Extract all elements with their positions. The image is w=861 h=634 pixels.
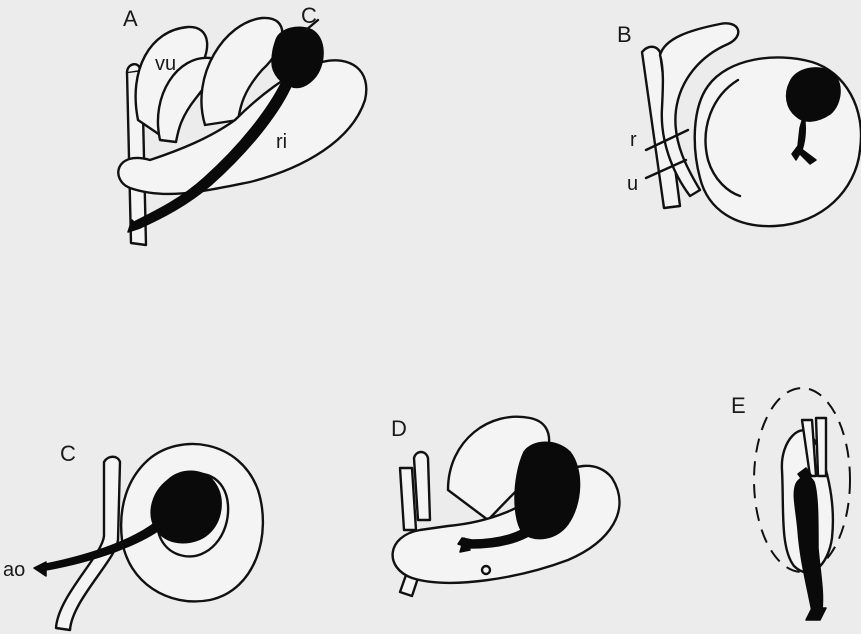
panel-c: C ao [3, 441, 263, 630]
panel-d: D [391, 416, 619, 596]
label-ri: ri [276, 131, 287, 153]
label-ao: ao [3, 559, 25, 581]
panel-e: E [731, 388, 850, 620]
panel-a: A vu C ri [118, 3, 366, 245]
panel-e-label: E [731, 393, 746, 418]
panel-c-label: C [60, 441, 76, 466]
label-r: r [630, 129, 637, 151]
label-c-upper: C [301, 3, 317, 28]
label-u: u [627, 173, 638, 195]
panel-d-label: D [391, 416, 407, 441]
panel-b-label: B [617, 22, 632, 47]
panel-a-label: A [123, 6, 138, 31]
label-vu: vu [155, 53, 176, 75]
panel-b: B r u [617, 22, 861, 226]
